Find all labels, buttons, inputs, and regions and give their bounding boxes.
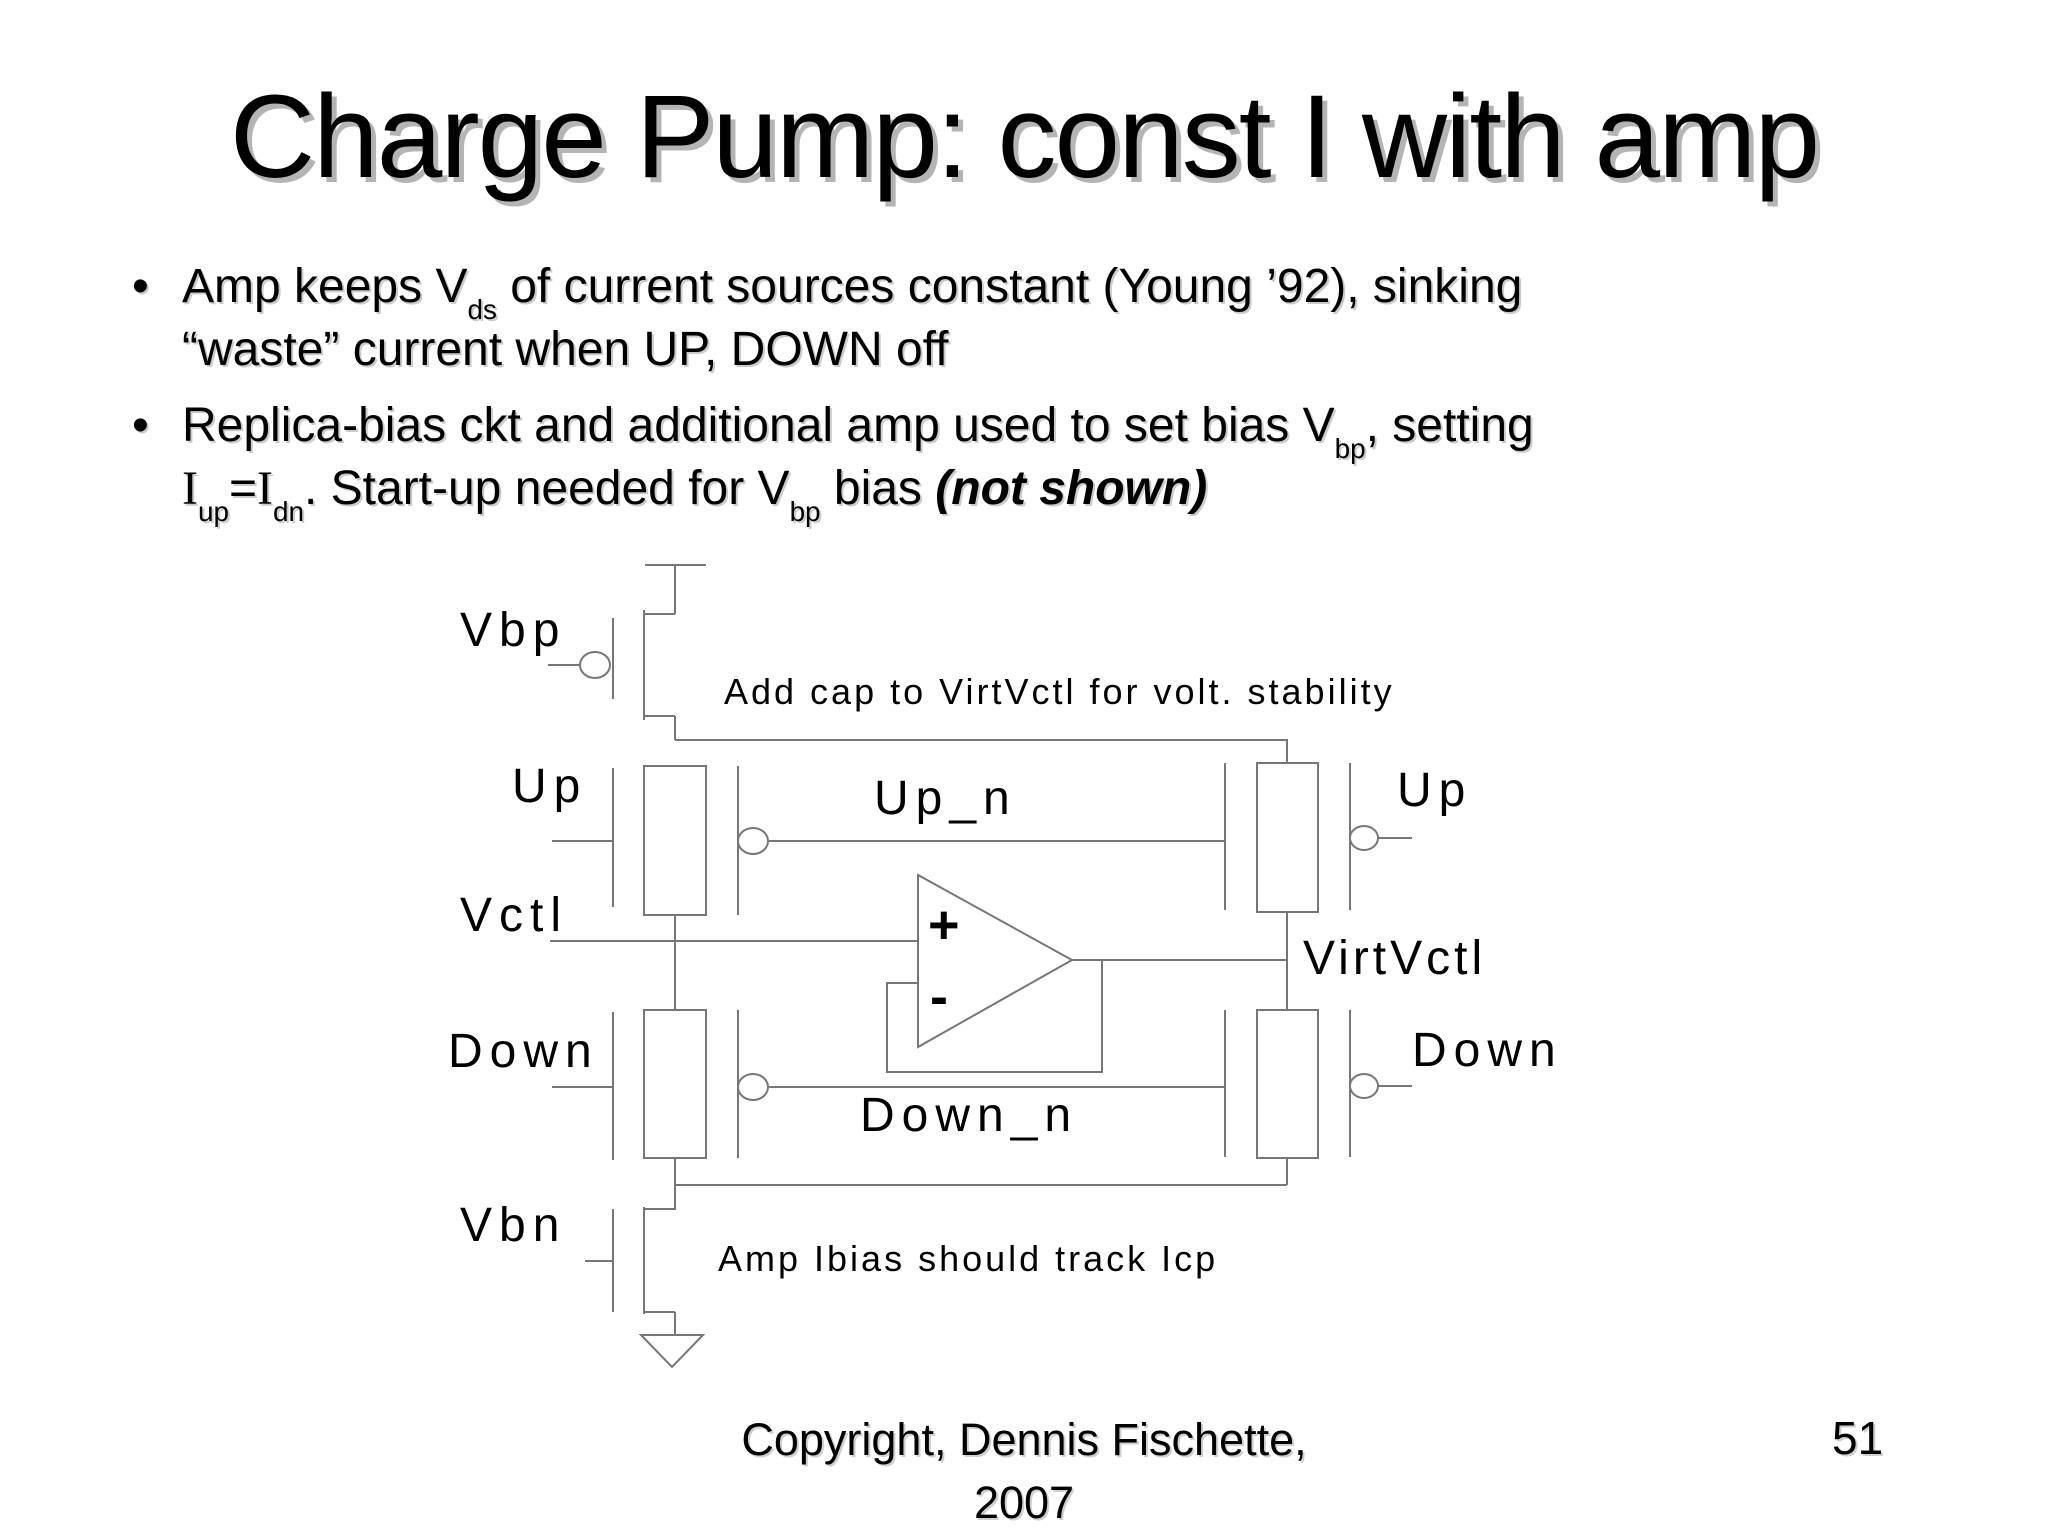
copyright-line-1: Copyright, Dennis Fischette, [741, 1414, 1307, 1465]
text-segment: , setting [1365, 399, 1534, 452]
vdd-rail [645, 564, 706, 614]
vbn-label: Vbn [460, 1199, 567, 1252]
bullet-line: “waste” current when UP, DOWN off [182, 318, 1970, 381]
bullet-item: • Amp keeps Vds of current sources const… [130, 255, 1970, 381]
text-segment: I [256, 462, 273, 515]
cap-stability-note: Add cap to VirtVctl for volt. stability [724, 671, 1395, 712]
up-right-label: Up [1397, 764, 1473, 817]
text-segment: I [182, 462, 198, 515]
subscript: up [197, 495, 229, 527]
bullet-line: Iup=Idn. Start-up needed for Vbp bias (n… [182, 457, 1970, 525]
virtvctl-label: VirtVctl [1303, 932, 1487, 985]
right-down-switch [1224, 1009, 1412, 1159]
down-gate-bar [552, 1012, 614, 1160]
bullet-item: • Replica-bias ckt and additional amp us… [130, 394, 1970, 525]
subscript: ds [467, 293, 497, 325]
subscript: bp [789, 495, 821, 527]
right-up-switch [1224, 762, 1412, 913]
vctl-label: Vctl [460, 889, 569, 942]
down-right-label: Down [1412, 1024, 1563, 1077]
text-segment: = [228, 462, 257, 515]
bullet-icon: • [132, 260, 149, 313]
copyright-line-2: 2007 [973, 1477, 1075, 1528]
bullet-icon: • [132, 399, 149, 452]
top-node-wire [675, 739, 1288, 763]
text-segment-bold-italic: (not shown) [935, 462, 1208, 515]
ibias-track-note: Amp Ibias should track Icp [718, 1238, 1219, 1279]
page-title: Charge Pump: const I with amp [229, 71, 1820, 203]
bullet-line: Replica-bias ckt and additional amp used… [182, 394, 1970, 462]
text-segment: bias [820, 462, 936, 515]
text-segment: Replica-bias ckt and additional amp used… [182, 399, 1335, 452]
up-n-gate-bubble [737, 827, 769, 855]
down-n-label: Down_n [860, 1089, 1079, 1142]
footer: Copyright, Dennis Fischette, 2007 [0, 1408, 2048, 1534]
up-left-label: Up [512, 760, 588, 813]
bottom-rail [674, 1158, 1288, 1186]
vbp-gate-bubble [579, 651, 611, 679]
vbn-nmos-transistor [585, 1185, 676, 1335]
text-segment: of current sources constant (Young ’92),… [496, 260, 1523, 313]
text-segment: “waste” current when UP, DOWN off [182, 323, 949, 376]
subscript: bp [1334, 432, 1366, 464]
opamp-plus-input-sign: + [928, 895, 960, 955]
page-number: 51 [1832, 1412, 1884, 1464]
vbp-pmos-transistor [548, 610, 676, 740]
down-n-gate-bubble [737, 1073, 769, 1101]
bullet-list: • Amp keeps Vds of current sources const… [130, 255, 1970, 533]
text-segment: Amp keeps V [182, 260, 468, 313]
subscript: dn [272, 495, 304, 527]
opamp-minus-input-sign: - [930, 967, 948, 1027]
left-down-switch [552, 1009, 769, 1160]
opamp [886, 873, 1287, 1073]
bullet-line: Amp keeps Vds of current sources constan… [182, 255, 1970, 323]
right-up-gate-bubble [1349, 825, 1379, 851]
opamp-triangle [917, 873, 1075, 1049]
left-up-switch [552, 765, 769, 916]
up-gate-bar [552, 768, 614, 907]
right-down-gate-bubble [1349, 1073, 1379, 1099]
opamp-feedback-wire [886, 961, 1103, 1073]
ground-symbol [638, 1334, 706, 1369]
vbp-label: Vbp [460, 604, 567, 657]
text-segment: . Start-up needed for V [303, 462, 790, 515]
vbn-gate-bar [585, 1209, 614, 1312]
up-n-label: Up_n [874, 772, 1017, 825]
down-left-label: Down [448, 1025, 599, 1078]
